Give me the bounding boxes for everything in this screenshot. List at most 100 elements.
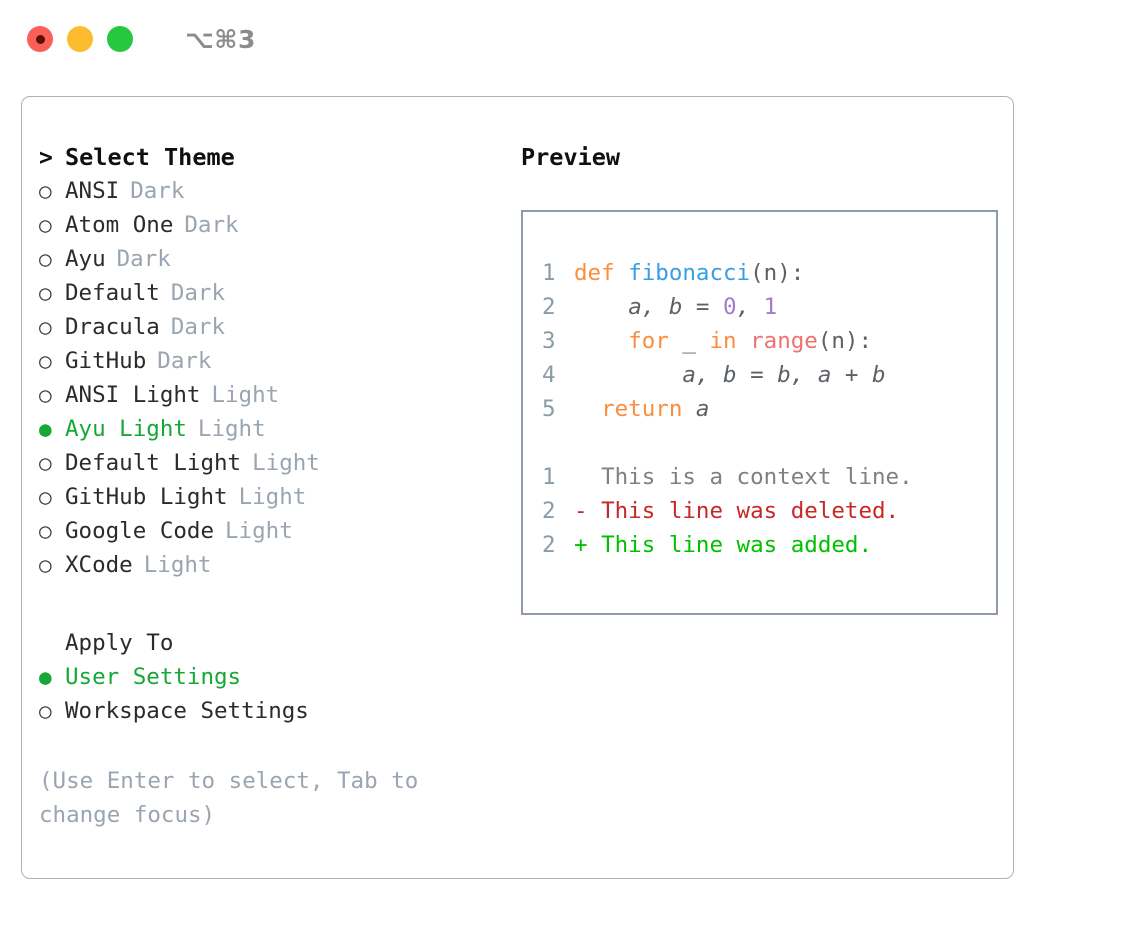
theme-list-item[interactable]: ○ ANSI Light Light (39, 378, 504, 412)
token-pun (615, 260, 629, 286)
token-kw: for (628, 328, 669, 354)
apply-to-option[interactable]: ○Workspace Settings (39, 694, 504, 728)
theme-list-item[interactable]: ○ GitHub Dark (39, 344, 504, 378)
diff-text: This is a context line. (587, 464, 913, 490)
apply-to-option-label: User Settings (65, 664, 242, 690)
bullet-placeholder-icon: ○ (39, 626, 65, 660)
radio-selected-icon: ● (39, 417, 52, 441)
code-text: for _ in range(n): (574, 324, 872, 358)
line-number: 2 (542, 498, 556, 524)
theme-name: ANSI Light (65, 382, 201, 408)
theme-kind-badge: Light (225, 518, 293, 544)
diff-line: 2- This line was deleted. (542, 494, 996, 528)
apply-to-label: Apply To (65, 630, 174, 656)
theme-kind-badge: Dark (157, 348, 212, 374)
diff-sample: 1 This is a context line.2- This line wa… (542, 460, 996, 562)
line-number: 2 (542, 532, 556, 558)
code-text: a, b = 0, 1 (574, 290, 777, 324)
code-text: return a (574, 392, 709, 426)
theme-kind-badge: Light (197, 416, 266, 442)
code-text: a, b = b, a + b (574, 358, 885, 392)
line-number: 5 (542, 396, 556, 422)
theme-kind-badge: Dark (116, 246, 171, 272)
diff-text: This line was deleted. (587, 498, 900, 524)
radio-unselected-icon: ○ (39, 383, 52, 407)
code-text: def fibonacci(n): (574, 256, 804, 290)
close-button[interactable] (27, 26, 53, 52)
diff-sign: - (574, 498, 588, 524)
theme-name: GitHub (65, 348, 147, 374)
token-pun: (n): (750, 260, 805, 286)
spacer (39, 728, 504, 764)
line-number: 3 (542, 328, 556, 354)
token-pun (682, 396, 696, 422)
theme-name: Ayu Light (65, 416, 187, 442)
token-var: a, b = (628, 294, 724, 320)
diff-text: This line was added. (587, 532, 873, 558)
line-number: 1 (542, 260, 556, 286)
token-fn: fibonacci (628, 260, 751, 286)
theme-name: Dracula (65, 314, 160, 340)
diff-sign (574, 460, 588, 494)
theme-list-item[interactable]: ● Ayu Light Light (39, 412, 504, 446)
apply-to-option[interactable]: ● User Settings (39, 660, 504, 694)
token-kw: in (709, 328, 737, 354)
radio-unselected-icon: ○ (39, 179, 52, 203)
token-var: a (695, 396, 710, 422)
code-line: 5 return a (542, 392, 996, 426)
token-pun (574, 362, 682, 388)
title-bar: ⌥⌘3 (0, 0, 1140, 78)
section-title: Select Theme (65, 143, 235, 171)
line-number: 4 (542, 362, 556, 388)
theme-kind-badge: Dark (170, 280, 226, 306)
radio-unselected-icon: ○ (39, 247, 52, 271)
keyboard-shortcut-label: ⌥⌘3 (185, 24, 256, 54)
diff-line: 1 This is a context line. (542, 460, 996, 494)
theme-list-item[interactable]: ○ ANSI Dark (39, 174, 504, 208)
diff-sign: + (574, 532, 588, 558)
radio-unselected-icon: ○ (39, 519, 52, 543)
select-theme-heading: > Select Theme (39, 140, 504, 174)
token-var: _ (668, 328, 710, 354)
theme-name: XCode (65, 552, 133, 578)
theme-list-item[interactable]: ○ Ayu Dark (39, 242, 504, 276)
theme-name: GitHub Light (65, 484, 228, 510)
token-num: 0 (723, 294, 737, 320)
code-line: 4 a, b = b, a + b (542, 358, 996, 392)
code-line: 3 for _ in range(n): (542, 324, 996, 358)
minimize-button[interactable] (67, 26, 93, 52)
spacer (39, 582, 504, 626)
token-kw: return (601, 396, 683, 422)
theme-name: ANSI (65, 178, 120, 204)
theme-kind-badge: Dark (130, 178, 185, 204)
token-pun (737, 328, 751, 354)
theme-kind-badge: Light (211, 382, 280, 408)
line-number: 2 (542, 294, 556, 320)
keyboard-hint-text: (Use Enter to select, Tab to change focu… (39, 768, 419, 828)
theme-kind-badge: Dark (184, 212, 239, 238)
apply-to-option-label: Workspace Settings (65, 698, 309, 724)
token-pun (574, 328, 628, 354)
token-kw: def (574, 260, 615, 286)
diff-line: 2 + This line was added. (542, 528, 996, 562)
maximize-button[interactable] (107, 26, 133, 52)
radio-selected-icon: ● (39, 665, 52, 689)
theme-kind-badge: Light (143, 552, 212, 578)
token-pun: (n): (817, 328, 873, 354)
radio-unselected-icon: ○ (39, 349, 52, 373)
theme-name: Ayu (65, 246, 106, 272)
token-var: , (736, 294, 764, 320)
